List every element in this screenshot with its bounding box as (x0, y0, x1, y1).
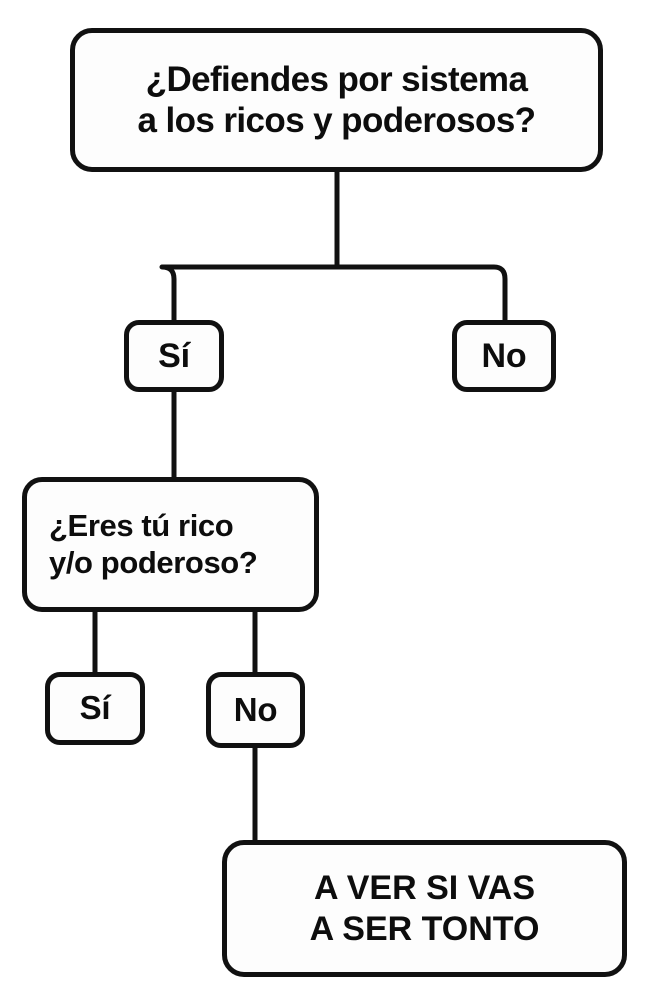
node-answer-no-2-label: No (233, 690, 278, 728)
node-answer-si-2-label: Sí (79, 689, 111, 727)
node-answer-no-2[interactable]: No (206, 672, 305, 748)
node-question-eres-tu-rico-label: ¿Eres tú rico y/o poderoso? (49, 507, 258, 580)
node-answer-si-2[interactable]: Sí (45, 672, 145, 745)
edge-split-si1 (159, 264, 337, 320)
node-answer-si-1[interactable]: Sí (124, 320, 224, 392)
node-question-eres-tu-rico[interactable]: ¿Eres tú rico y/o poderoso? (22, 477, 319, 612)
node-question-defiendes-label: ¿Defiendes por sistema a los ricos y pod… (137, 59, 537, 140)
node-answer-no-1-label: No (481, 336, 527, 375)
edge-split-no1 (337, 264, 508, 320)
node-answer-si-1-label: Sí (158, 336, 190, 375)
node-result-punchline-label: A VER SI VAS A SER TONTO (309, 869, 540, 948)
node-question-defiendes[interactable]: ¿Defiendes por sistema a los ricos y pod… (70, 28, 603, 172)
node-result-punchline[interactable]: A VER SI VAS A SER TONTO (222, 840, 627, 977)
node-answer-no-1[interactable]: No (452, 320, 556, 392)
